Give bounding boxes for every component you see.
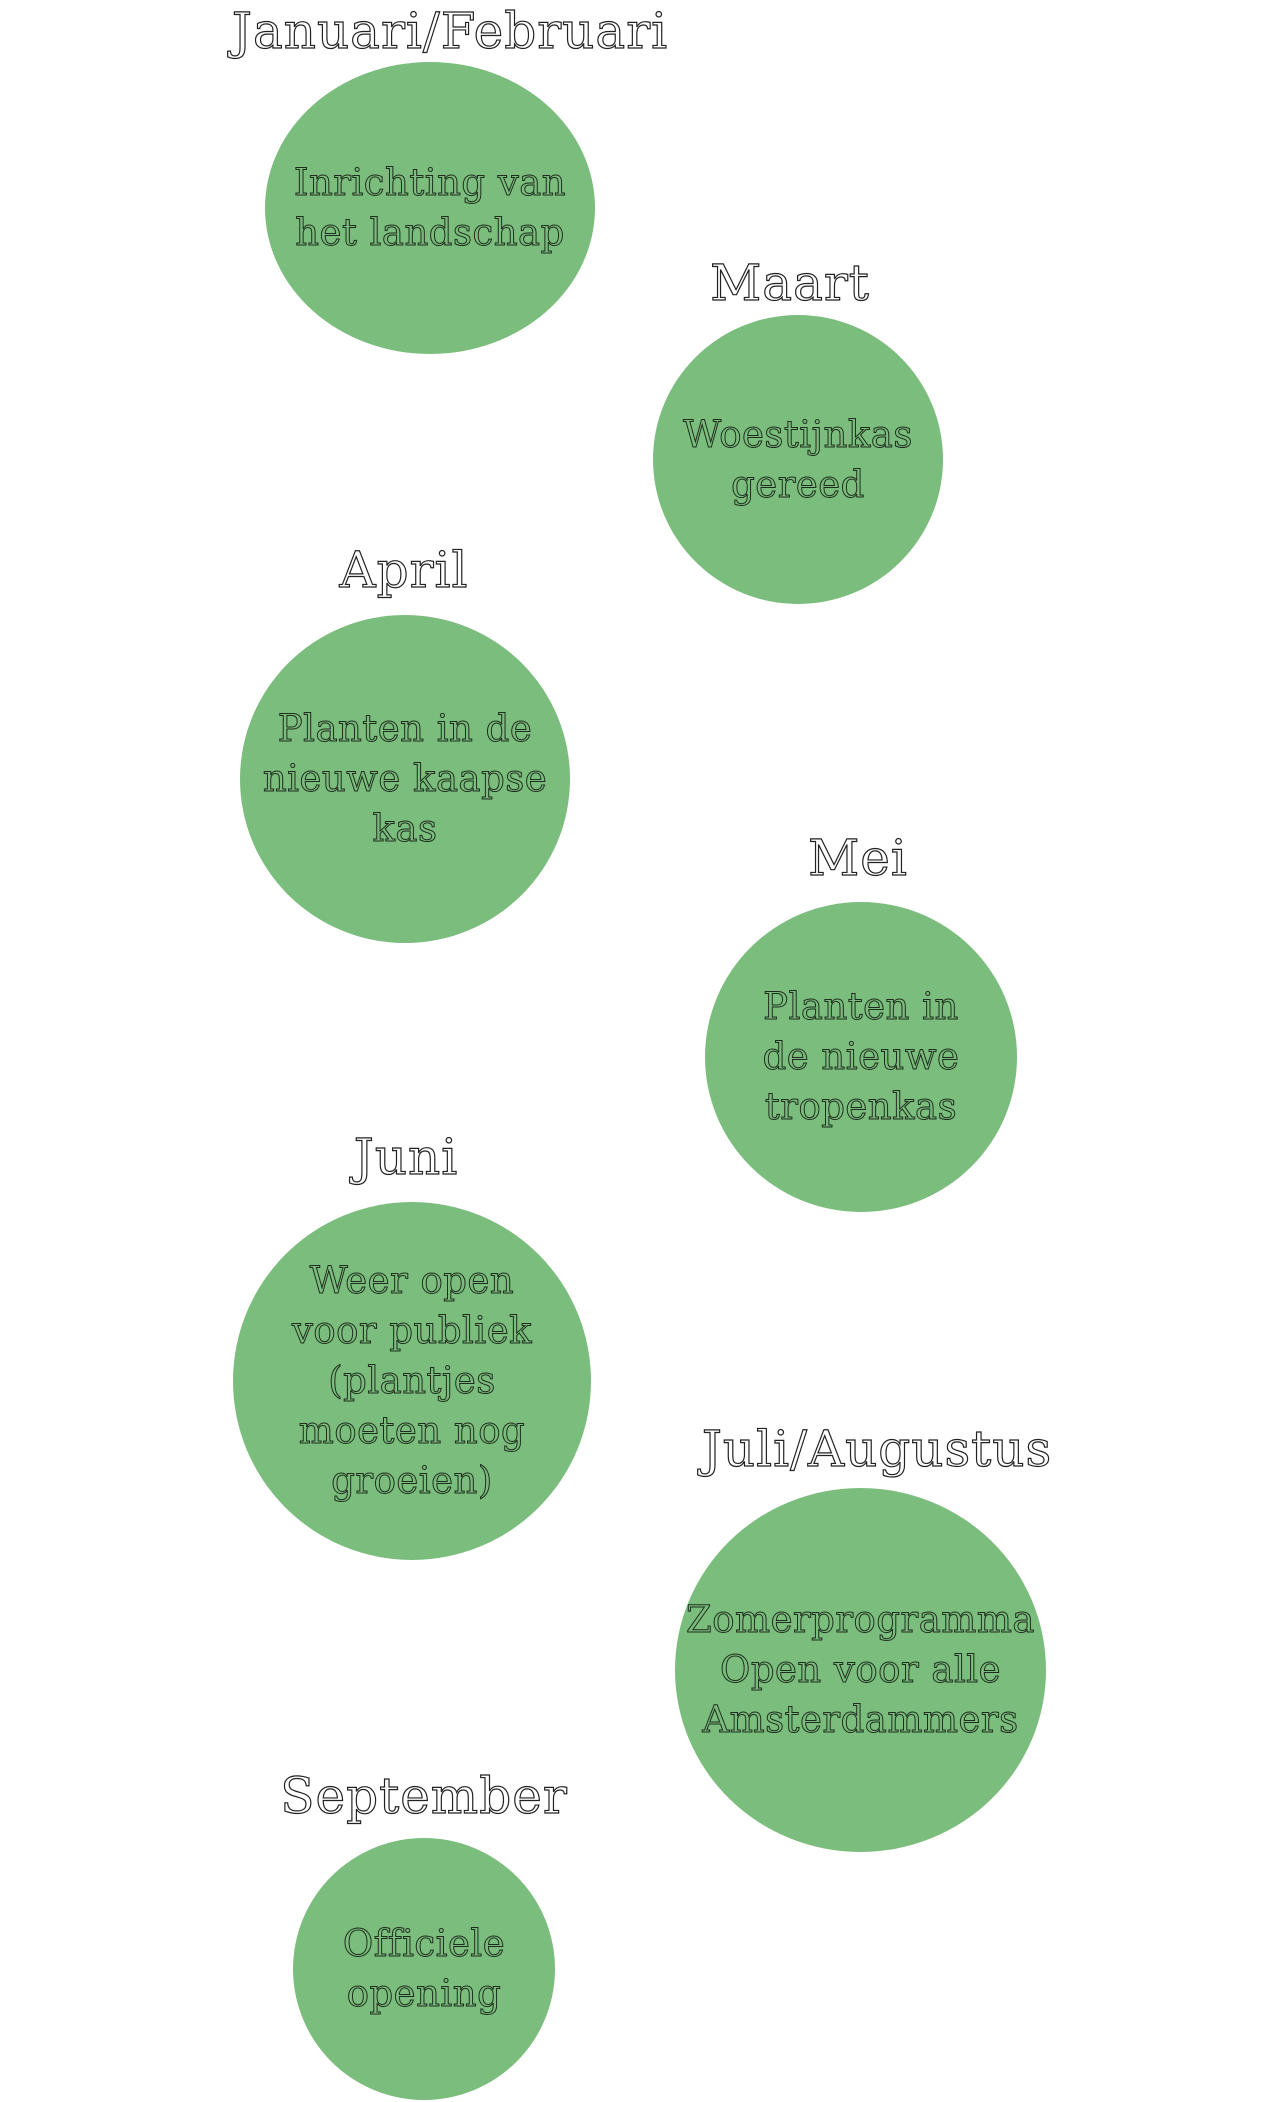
milestone-circle: Officiele opening [293, 1838, 555, 2100]
month-label: Mei [808, 829, 908, 887]
month-label: Maart [709, 254, 870, 312]
milestone-description: Zomerprogramma Open voor alle Amsterdamm… [686, 1598, 1035, 1742]
month-label: Juni [353, 1128, 459, 1186]
milestone-circle: Woestijnkas gereed [653, 315, 943, 604]
milestone-circle: Inrichting van het landschap [265, 62, 595, 354]
milestone-description: Inrichting van het landschap [293, 161, 567, 255]
month-label: Januari/Februari [231, 2, 669, 60]
milestone-description: Woestijnkas gereed [683, 412, 913, 506]
milestone-circle: Weer open voor publiek (plantjes moeten … [233, 1202, 591, 1560]
milestone-description: Weer open voor publiek (plantjes moeten … [291, 1259, 533, 1503]
month-label: April [339, 541, 469, 599]
milestone-description: Planten in de nieuwe tropenkas [762, 985, 960, 1129]
milestone-circle: Planten in de nieuwe kaapse kas [240, 615, 570, 943]
month-label: Juli/Augustus [701, 1420, 1053, 1478]
month-label: September [280, 1767, 568, 1825]
milestone-circle: Planten in de nieuwe tropenkas [705, 902, 1017, 1212]
milestone-description: Officiele opening [342, 1922, 506, 2016]
milestone-circle: Zomerprogramma Open voor alle Amsterdamm… [675, 1488, 1046, 1852]
milestone-description: Planten in de nieuwe kaapse kas [262, 707, 548, 851]
